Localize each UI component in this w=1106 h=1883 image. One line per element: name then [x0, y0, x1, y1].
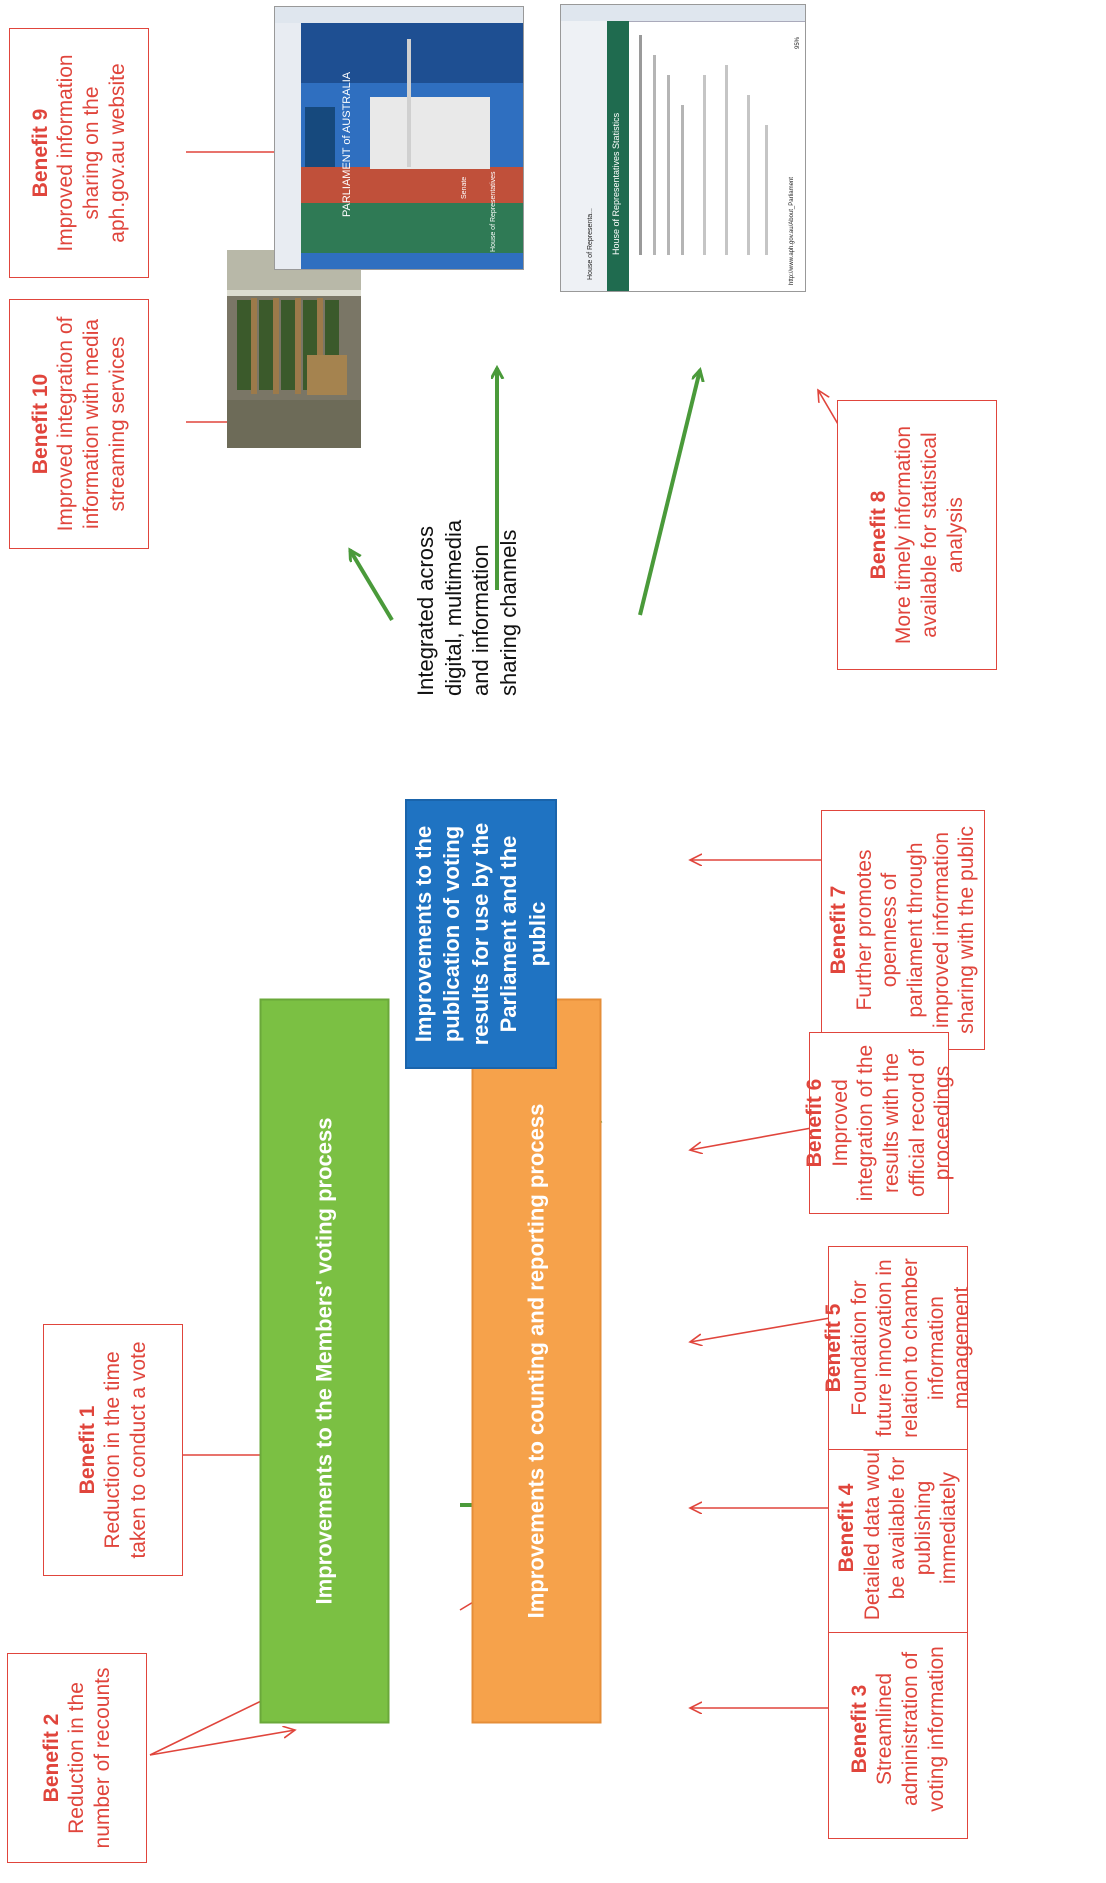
aph-flagpole — [407, 39, 411, 167]
benefit-7-box: Benefit 7 Further promotes openness of p… — [821, 810, 985, 1050]
benefit-3-box: Benefit 3 Streamlined administration of … — [828, 1619, 968, 1839]
benefit-5-title: Benefit 5 — [822, 1303, 846, 1393]
benefit-9-title: Benefit 9 — [28, 108, 52, 198]
benefit-6-card: Benefit 6 Improved integration of the re… — [803, 1032, 954, 1214]
aph-header-strip — [301, 23, 523, 83]
benefit-4-box: Benefit 4 Detailed data would be availab… — [828, 1423, 968, 1633]
aph-browser-toolbar — [275, 23, 301, 269]
aph-house-label: House of Representatives — [490, 171, 497, 252]
stats-zoom: 95% — [795, 36, 801, 49]
stats-browser-bar — [561, 5, 805, 22]
stats-tab-label: House of Representa... — [587, 208, 594, 280]
benefit-10-text: Improved integration of information with… — [54, 316, 129, 532]
benefit-6-title: Benefit 6 — [803, 1078, 827, 1168]
arrow-benefit2-b — [149, 1730, 295, 1756]
benefit-3-title: Benefit 3 — [847, 1684, 871, 1774]
benefit-10-title: Benefit 10 — [28, 373, 52, 475]
stats-website-screenshot: House of Representatives Statistics Hous… — [560, 4, 806, 292]
publication-process-label: Improvements to the publication of votin… — [410, 822, 550, 1046]
benefit-8-text: More timely information available for st… — [892, 425, 967, 645]
aph-senate-band — [301, 167, 523, 203]
benefit-1-box: Benefit 1 Reduction in the time taken to… — [43, 1324, 183, 1576]
arrow-to-stats-site — [638, 370, 700, 616]
aph-building-image — [370, 97, 490, 169]
benefit-4-text: Detailed data would be available for pub… — [860, 1435, 961, 1621]
benefit-3-text: Streamlined administration of voting inf… — [873, 1646, 948, 1812]
stats-header-band — [607, 21, 629, 291]
benefit-4-title: Benefit 4 — [834, 1483, 858, 1573]
aph-browser-bar — [275, 7, 523, 24]
stats-title: House of Representatives Statistics — [611, 112, 621, 255]
publication-process-box: Improvements to the publication of votin… — [405, 799, 557, 1069]
benefit-8-box: Benefit 8 More timely information availa… — [837, 400, 997, 670]
channels-label: Integrated across digital, multimedia an… — [413, 519, 521, 696]
benefit-10-box: Benefit 10 Improved integration of infor… — [9, 299, 149, 549]
benefit-7-text: Further promotes openness of parliament … — [852, 826, 979, 1034]
media-streaming-image — [227, 250, 361, 448]
benefit-2-text: Reduction in the number of recounts — [65, 1667, 114, 1849]
aph-banner-text: PARLIAMENT of AUSTRALIA — [341, 71, 353, 217]
aph-website-screenshot: PARLIAMENT of AUSTRALIA House of Represe… — [274, 6, 524, 270]
aph-senate-label: Senate — [461, 176, 468, 199]
voting-process-box: Improvements to the Members' voting proc… — [259, 998, 390, 1724]
chamber-photo-graphic — [227, 250, 361, 448]
counting-process-label: Improvements to counting and reporting p… — [523, 1103, 549, 1619]
benefit-5-box: Benefit 5 Foundation for future innovati… — [822, 1246, 973, 1450]
aph-house-band — [301, 203, 523, 253]
benefit-1-title: Benefit 1 — [75, 1405, 99, 1495]
counting-process-box: Improvements to counting and reporting p… — [471, 998, 602, 1724]
benefit-2-box: Benefit 2 Reduction in the number of rec… — [7, 1653, 147, 1863]
stats-body-lines — [639, 35, 779, 275]
benefit-1-text: Reduction in the time taken to conduct a… — [101, 1341, 150, 1559]
voting-process-label: Improvements to the Members' voting proc… — [311, 1117, 337, 1605]
arrow-benefit5 — [690, 1317, 831, 1342]
arrow-to-media — [348, 550, 394, 622]
benefit-6-text: Improved integration of the results with… — [828, 1044, 955, 1202]
benefit-7-title: Benefit 7 — [827, 885, 851, 975]
stats-browser-toolbar — [561, 21, 608, 291]
benefit-9-text: Improved information sharing on the aph.… — [54, 54, 129, 252]
arrow-benefit6 — [690, 1124, 829, 1150]
benefit-9-box: Benefit 9 Improved information sharing o… — [9, 28, 149, 278]
benefit-8-title: Benefit 8 — [866, 490, 890, 580]
benefit-2-title: Benefit 2 — [39, 1713, 63, 1803]
stats-url: http://www.aph.gov.au/About_Parliament — [789, 177, 795, 285]
benefit-5-text: Foundation for future innovation in rela… — [847, 1258, 974, 1438]
